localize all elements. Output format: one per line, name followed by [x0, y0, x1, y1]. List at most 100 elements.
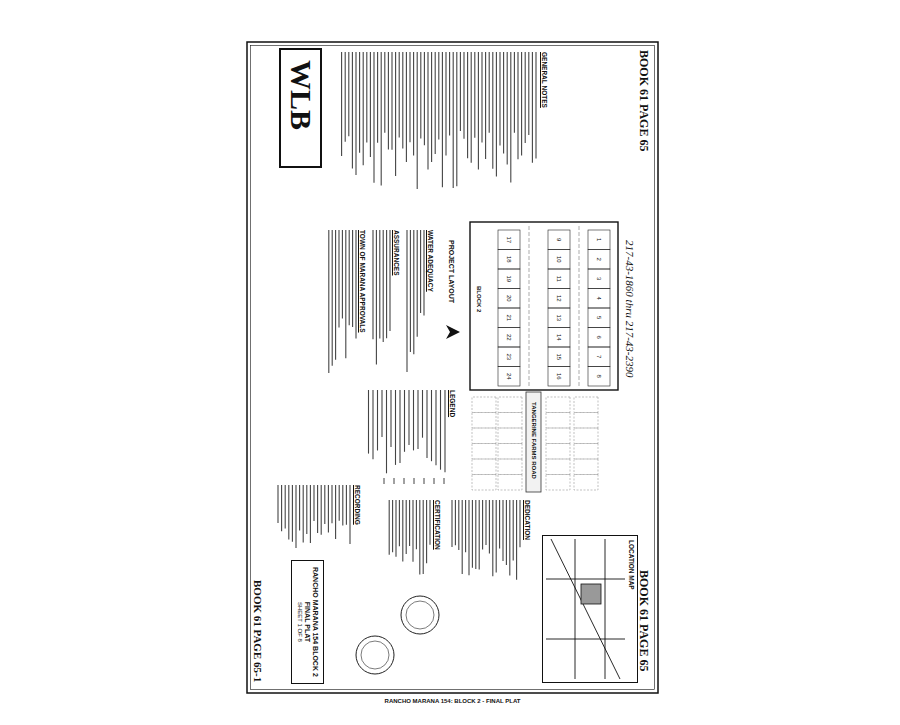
fine-print-line — [299, 485, 300, 531]
fine-print-line — [366, 52, 367, 143]
fine-print-line — [462, 500, 463, 574]
fine-print-line — [481, 52, 482, 143]
fine-print-line — [377, 390, 378, 451]
fine-print-line — [388, 52, 389, 150]
fine-print-line — [510, 52, 511, 183]
node-text: LOCATION MAP — [628, 540, 635, 678]
fine-print-line — [417, 230, 418, 337]
fine-print-line — [422, 390, 423, 438]
fine-print-line — [519, 500, 520, 547]
lot-outline — [498, 289, 520, 309]
fine-print-line — [389, 500, 390, 555]
adjacent-lot — [472, 413, 496, 429]
fine-print-line — [485, 52, 486, 159]
fine-print-line — [392, 500, 393, 552]
lot-outline — [498, 308, 520, 328]
logo-box: WLB — [280, 48, 323, 168]
section-heading: LEGEND — [449, 390, 456, 417]
lot-number: 4 — [596, 297, 603, 300]
section-heading: CERTIFICATION — [434, 500, 441, 550]
fine-print-line — [514, 52, 515, 133]
adjacent-lot — [574, 428, 598, 444]
lot-outline — [548, 269, 570, 289]
fine-print-line — [373, 52, 374, 183]
fine-print-line — [423, 230, 424, 316]
fine-print-line — [389, 230, 390, 331]
fine-print-line — [442, 52, 443, 187]
fine-print-line — [372, 390, 373, 459]
sheet-border — [251, 46, 655, 690]
project-site — [581, 584, 601, 604]
adjacent-lot — [472, 444, 496, 460]
lot-outline — [548, 250, 570, 270]
symbols — [356, 325, 625, 679]
fine-print-line — [438, 52, 439, 140]
adjacent-lot — [546, 475, 570, 491]
lot-outline — [548, 347, 570, 367]
lot-outline — [588, 289, 610, 309]
lot-outline — [588, 269, 610, 289]
lot-number: 18 — [506, 256, 513, 263]
fine-print-line — [303, 485, 304, 542]
fine-print-line — [525, 52, 526, 143]
legend-sample — [404, 478, 405, 484]
fine-print-line — [317, 485, 318, 533]
fine-print-line — [352, 52, 353, 168]
fine-print-line — [409, 52, 410, 142]
fine-print-line — [404, 390, 405, 452]
fine-print-line — [410, 230, 411, 352]
lot-number: 3 — [596, 277, 603, 280]
fine-print-line — [383, 230, 384, 342]
fine-print-line — [431, 390, 432, 461]
plat-sheet: BOOK 61 PAGE 65BOOK 61 PAGE 65BOOK 61 PA… — [245, 40, 660, 695]
lot-number: 14 — [556, 334, 563, 341]
lot-outline — [498, 230, 520, 250]
fine-print-line — [345, 230, 346, 358]
fine-print-line — [384, 52, 385, 133]
fine-print-line — [416, 500, 417, 549]
adjacent-lot — [574, 444, 598, 460]
seal — [361, 641, 389, 669]
legend-sample — [444, 478, 445, 484]
section-heading: ASSURANCES — [393, 230, 400, 276]
fine-print-line — [313, 485, 314, 521]
block-boundary — [470, 222, 618, 390]
lot-number: 7 — [596, 355, 603, 358]
fine-print-line — [381, 390, 382, 437]
lot-number: 22 — [506, 334, 513, 341]
adjacent-lot — [472, 475, 496, 491]
fine-print-line — [376, 230, 377, 365]
fine-print-line — [431, 52, 432, 162]
lot-outline — [498, 250, 520, 270]
legend-sample — [384, 478, 385, 484]
fine-print-line — [503, 52, 504, 153]
fine-print-line — [532, 52, 533, 163]
fine-print-line — [406, 52, 407, 162]
fine-print-line — [277, 485, 278, 523]
fine-print-line — [458, 500, 459, 550]
seal — [406, 601, 434, 629]
adjacent-lot — [472, 428, 496, 444]
fine-print-line — [453, 52, 454, 188]
fine-print-line — [306, 485, 307, 534]
lot-number: 15 — [556, 353, 563, 360]
adjacent-lot — [546, 459, 570, 475]
fine-print-line — [417, 52, 418, 189]
fine-print-line — [506, 500, 507, 565]
fine-print-line — [310, 485, 311, 543]
fine-print-line — [435, 390, 436, 465]
adjacent-lot — [546, 397, 570, 413]
location-map: LOCATION MAP — [542, 535, 638, 683]
fine-print-line — [395, 500, 396, 557]
fine-print-line — [399, 500, 400, 546]
seal — [401, 596, 439, 634]
lot-number: 11 — [556, 276, 563, 282]
fine-print-line — [377, 52, 378, 143]
fine-print-line — [440, 390, 441, 470]
fine-print-line — [417, 390, 418, 449]
fine-print-line — [335, 230, 336, 360]
lot-number: 23 — [506, 353, 513, 360]
fine-print-line — [492, 500, 493, 576]
fine-print-line — [456, 52, 457, 186]
section-heading: RECORDING — [354, 485, 361, 525]
